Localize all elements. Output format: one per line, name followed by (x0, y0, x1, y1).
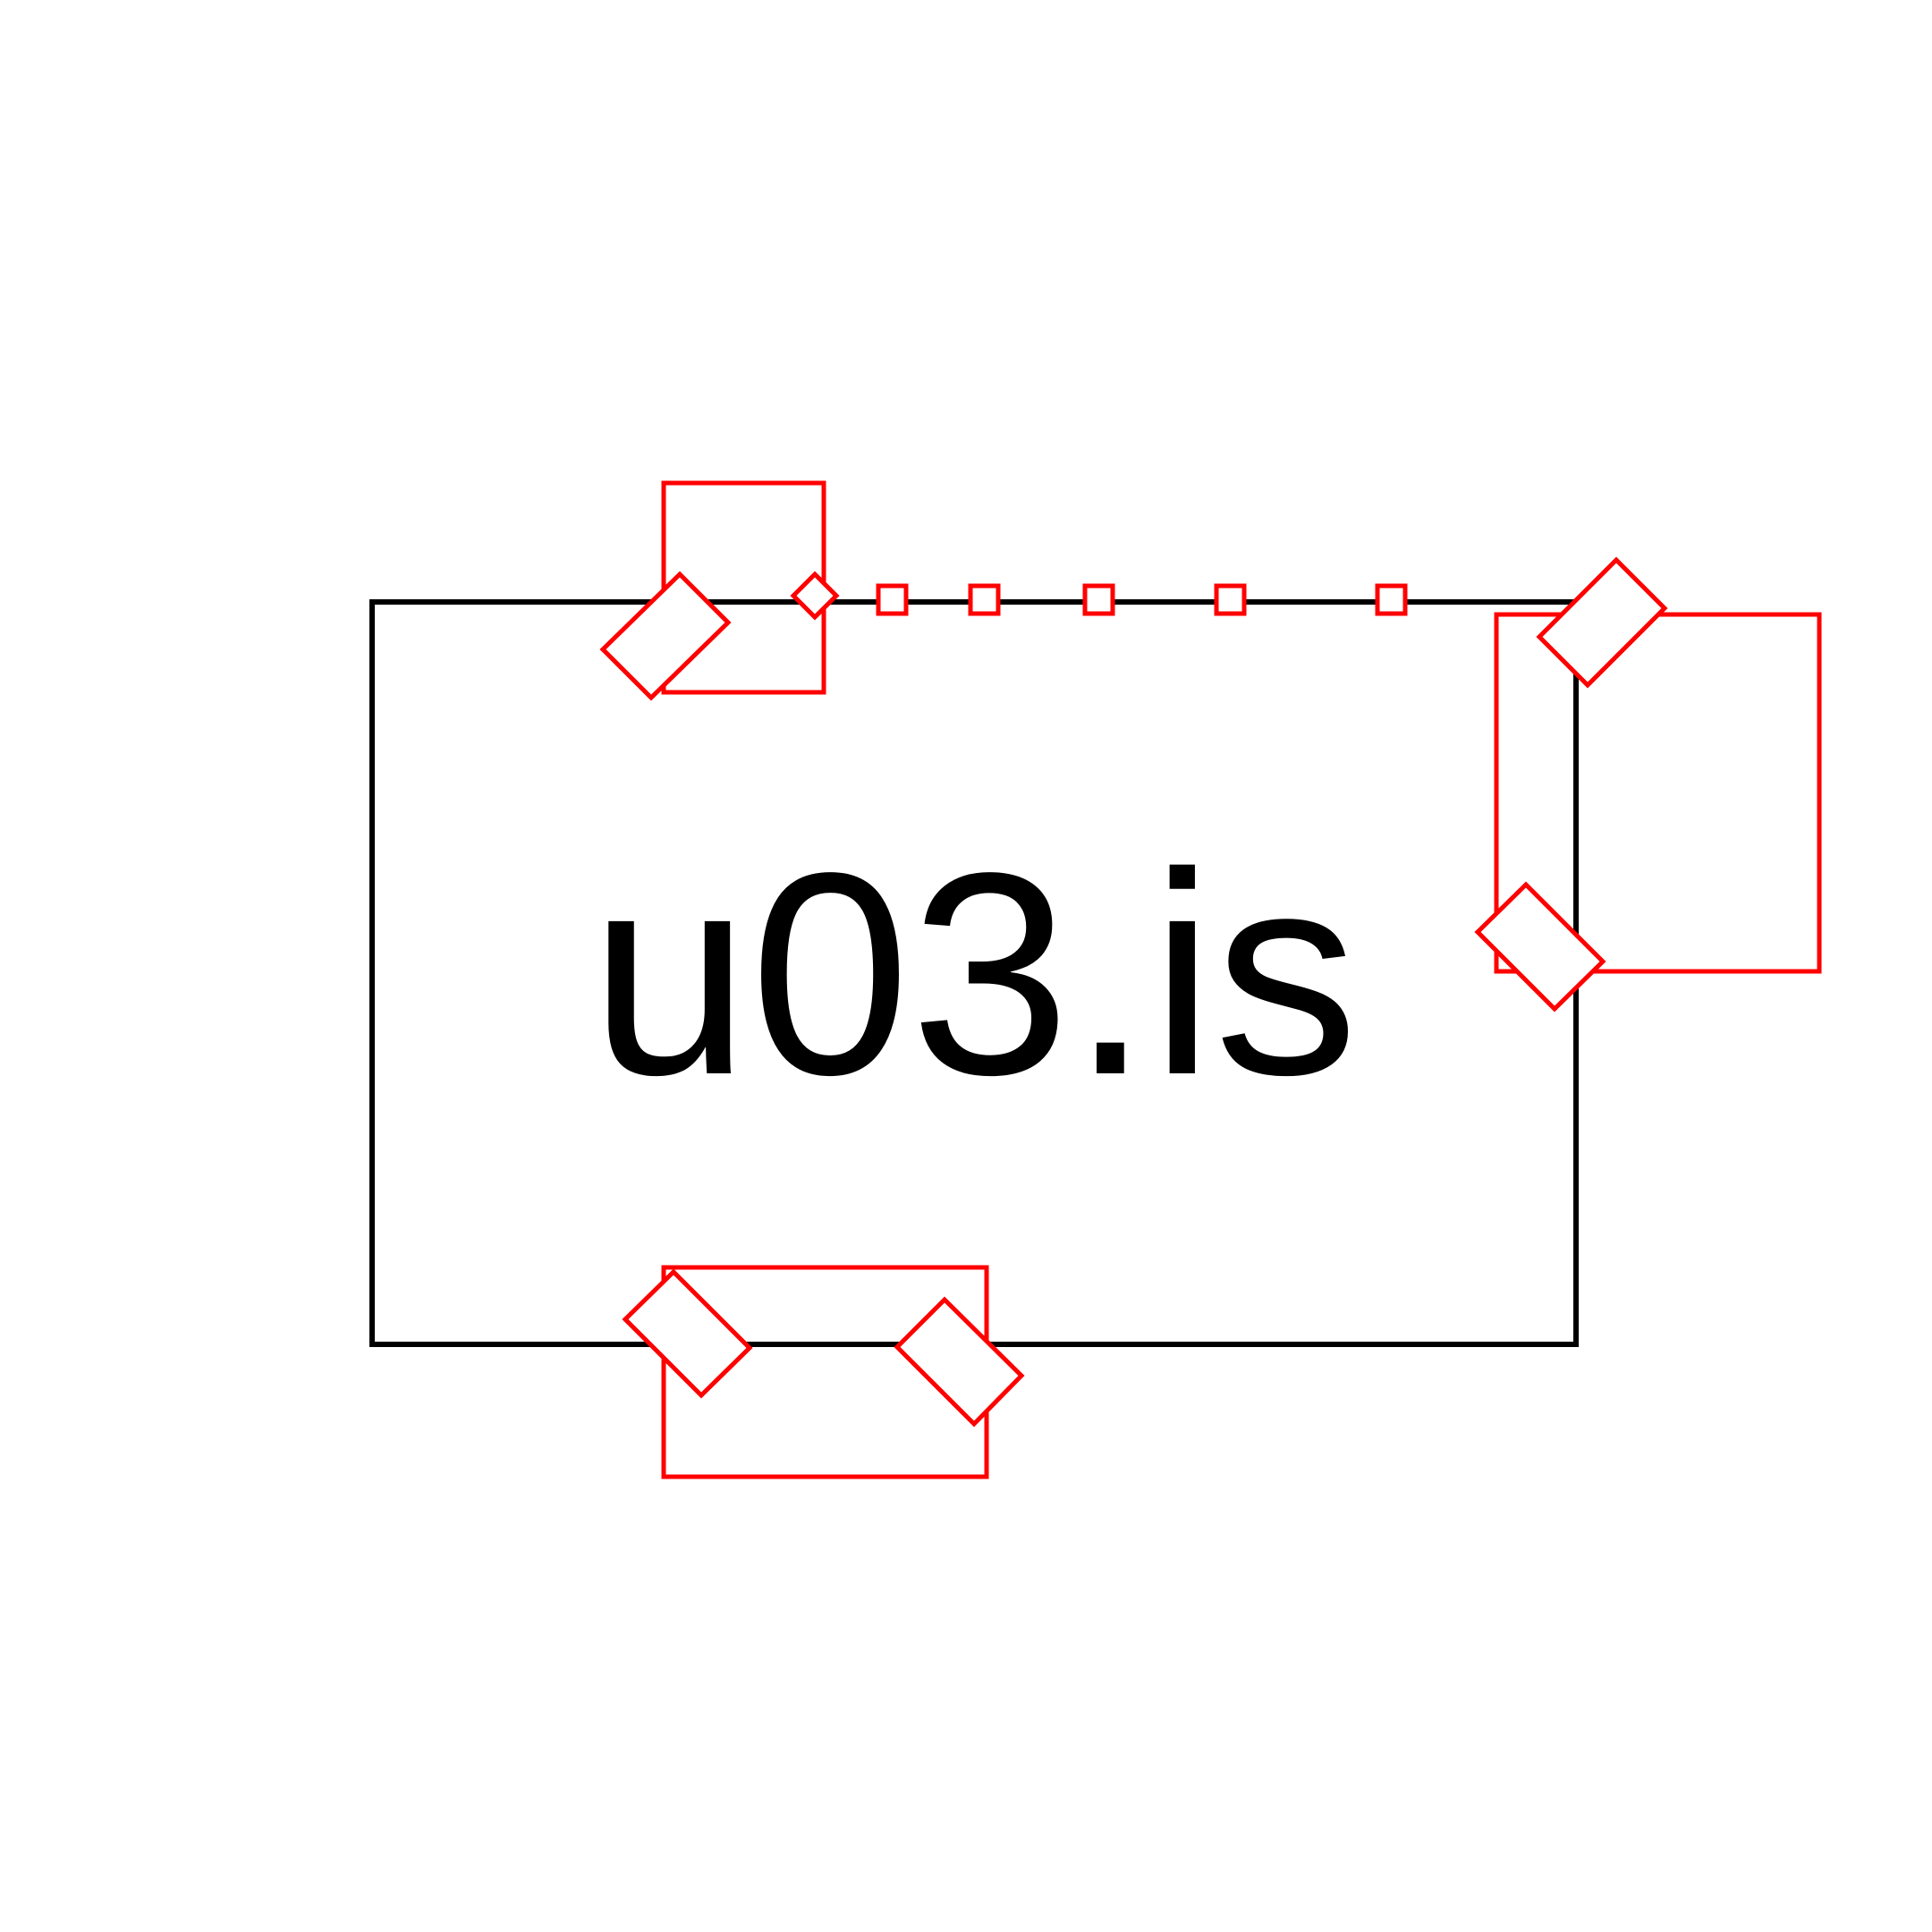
small-square-marker-1 (876, 583, 909, 616)
small-diamond-marker (790, 571, 840, 621)
small-square-marker-2 (968, 583, 1001, 616)
small-square-marker-3 (1082, 583, 1115, 616)
rotated-marker-right-lower (1474, 881, 1606, 1013)
small-square-marker-5 (1375, 583, 1408, 616)
diagram-title: u03.is (589, 814, 1358, 1135)
rotated-marker-bottom-right (894, 1296, 1025, 1428)
rotated-marker-bottom-left (622, 1268, 753, 1399)
rotated-marker-top-right (1536, 556, 1668, 689)
small-square-marker-4 (1214, 583, 1247, 616)
rotated-marker-top-left (599, 571, 732, 701)
